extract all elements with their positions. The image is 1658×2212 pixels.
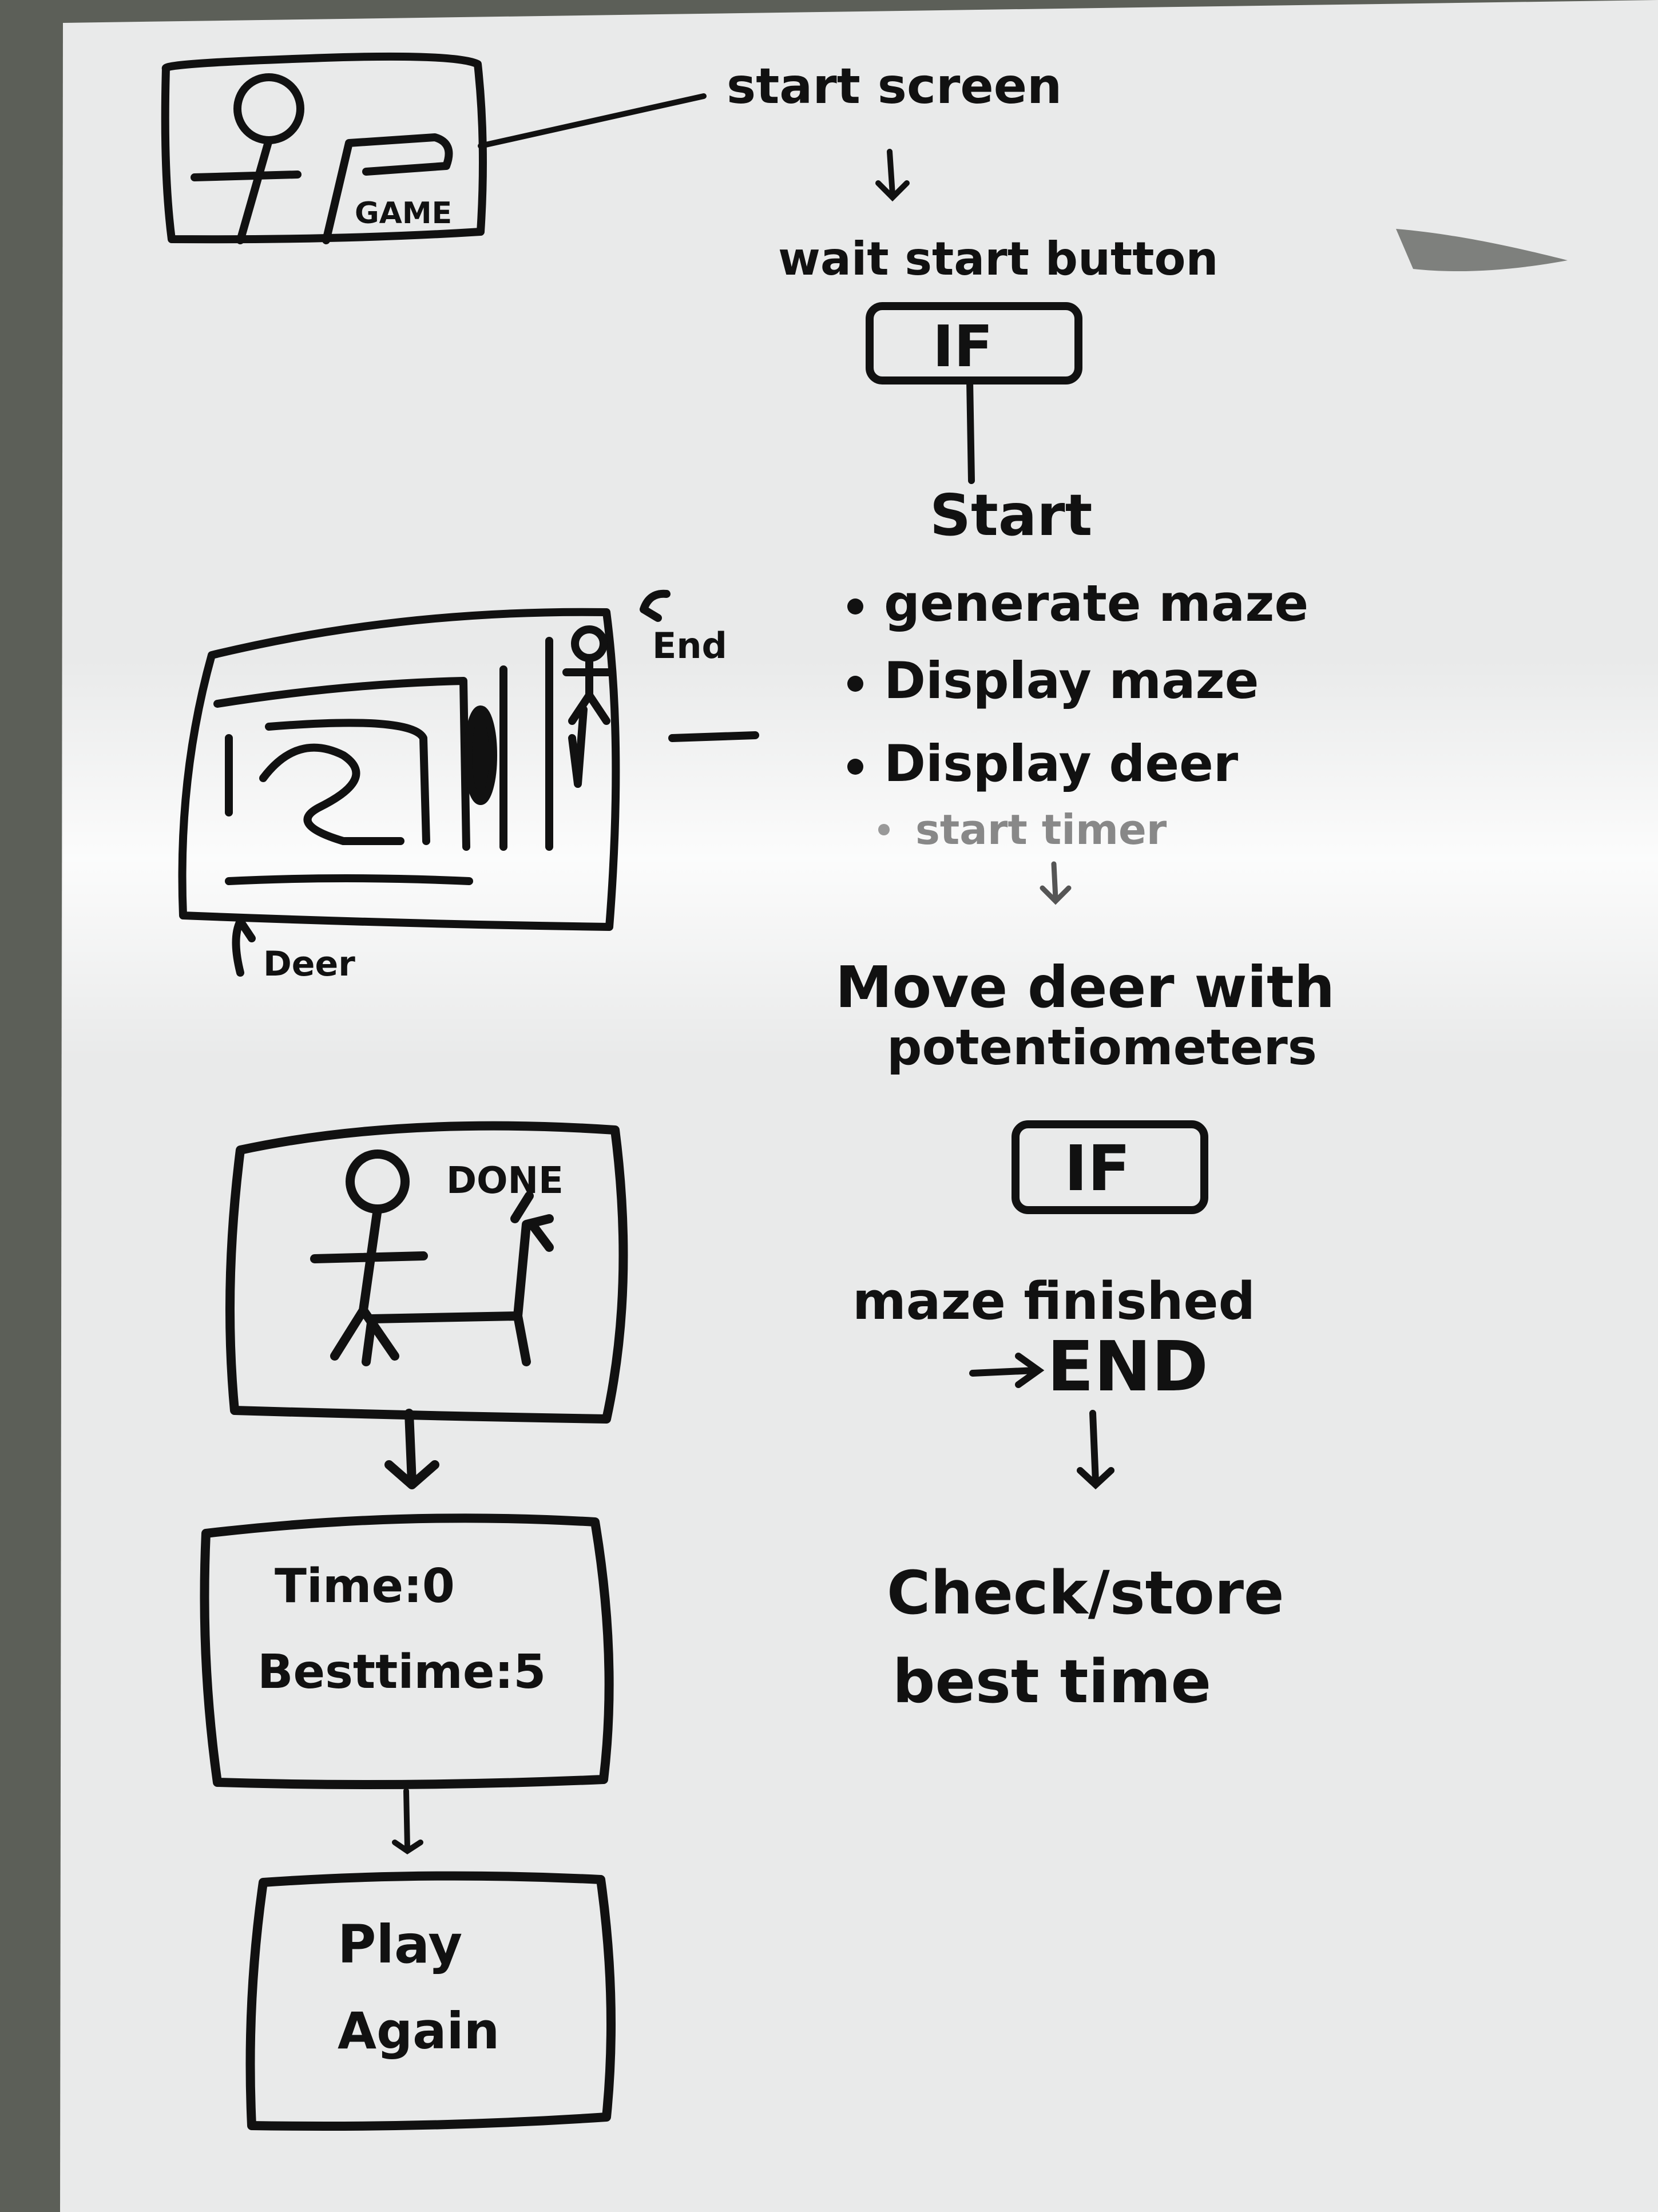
start-screen-label: start screen [727,58,1062,115]
done-label: DONE [446,1160,564,1202]
step-start-timer: start timer [915,806,1167,854]
play-again-box [245,1871,616,2131]
potentiometers-label: potentiometers [887,1019,1317,1076]
best-time-label: best time [893,1647,1211,1717]
if-label: IF [1064,1132,1131,1205]
again-label: Again [338,2001,499,2060]
wait-start-label: wait start button [778,232,1218,286]
smudge-mark [1396,229,1568,272]
bullet [847,598,863,615]
if-label: IF [933,313,993,380]
done-screen-sketch [225,1121,628,1489]
arrow-down [875,149,910,202]
board-surface [60,0,1658,2212]
maze-finished-label: maze finished [852,1271,1255,1331]
maze-sketch [178,589,759,977]
arrow-right [969,1353,1045,1388]
start-screen-sketch [161,52,487,244]
if-box [866,302,1082,384]
bullet [847,759,863,775]
end-label: END [1047,1327,1208,1407]
if-box [1012,1120,1208,1214]
start-label: Start [930,482,1092,549]
step-display-maze: Display maze [884,651,1259,710]
play-label: Play [338,1914,462,1975]
arrow-down [1077,1410,1114,1490]
score-screen-box [200,1513,614,1789]
time-label: Time:0 [275,1559,455,1614]
game-label: GAME [355,196,452,231]
move-deer-label: Move deer with [835,954,1335,1021]
connector-line [478,93,707,149]
deer-label: Deer [263,944,355,984]
bullet [847,676,863,692]
end-label: End [652,625,727,667]
connector-line [966,377,975,484]
arrow-down [392,1788,423,1855]
check-store-label: Check/store [887,1558,1284,1628]
step-display-deer: Display deer [884,734,1239,793]
best-time-label: Besttime:5 [257,1645,546,1699]
step-generate-maze: generate maze [884,574,1308,633]
bullet [878,824,890,835]
arrow-down [1040,861,1072,905]
